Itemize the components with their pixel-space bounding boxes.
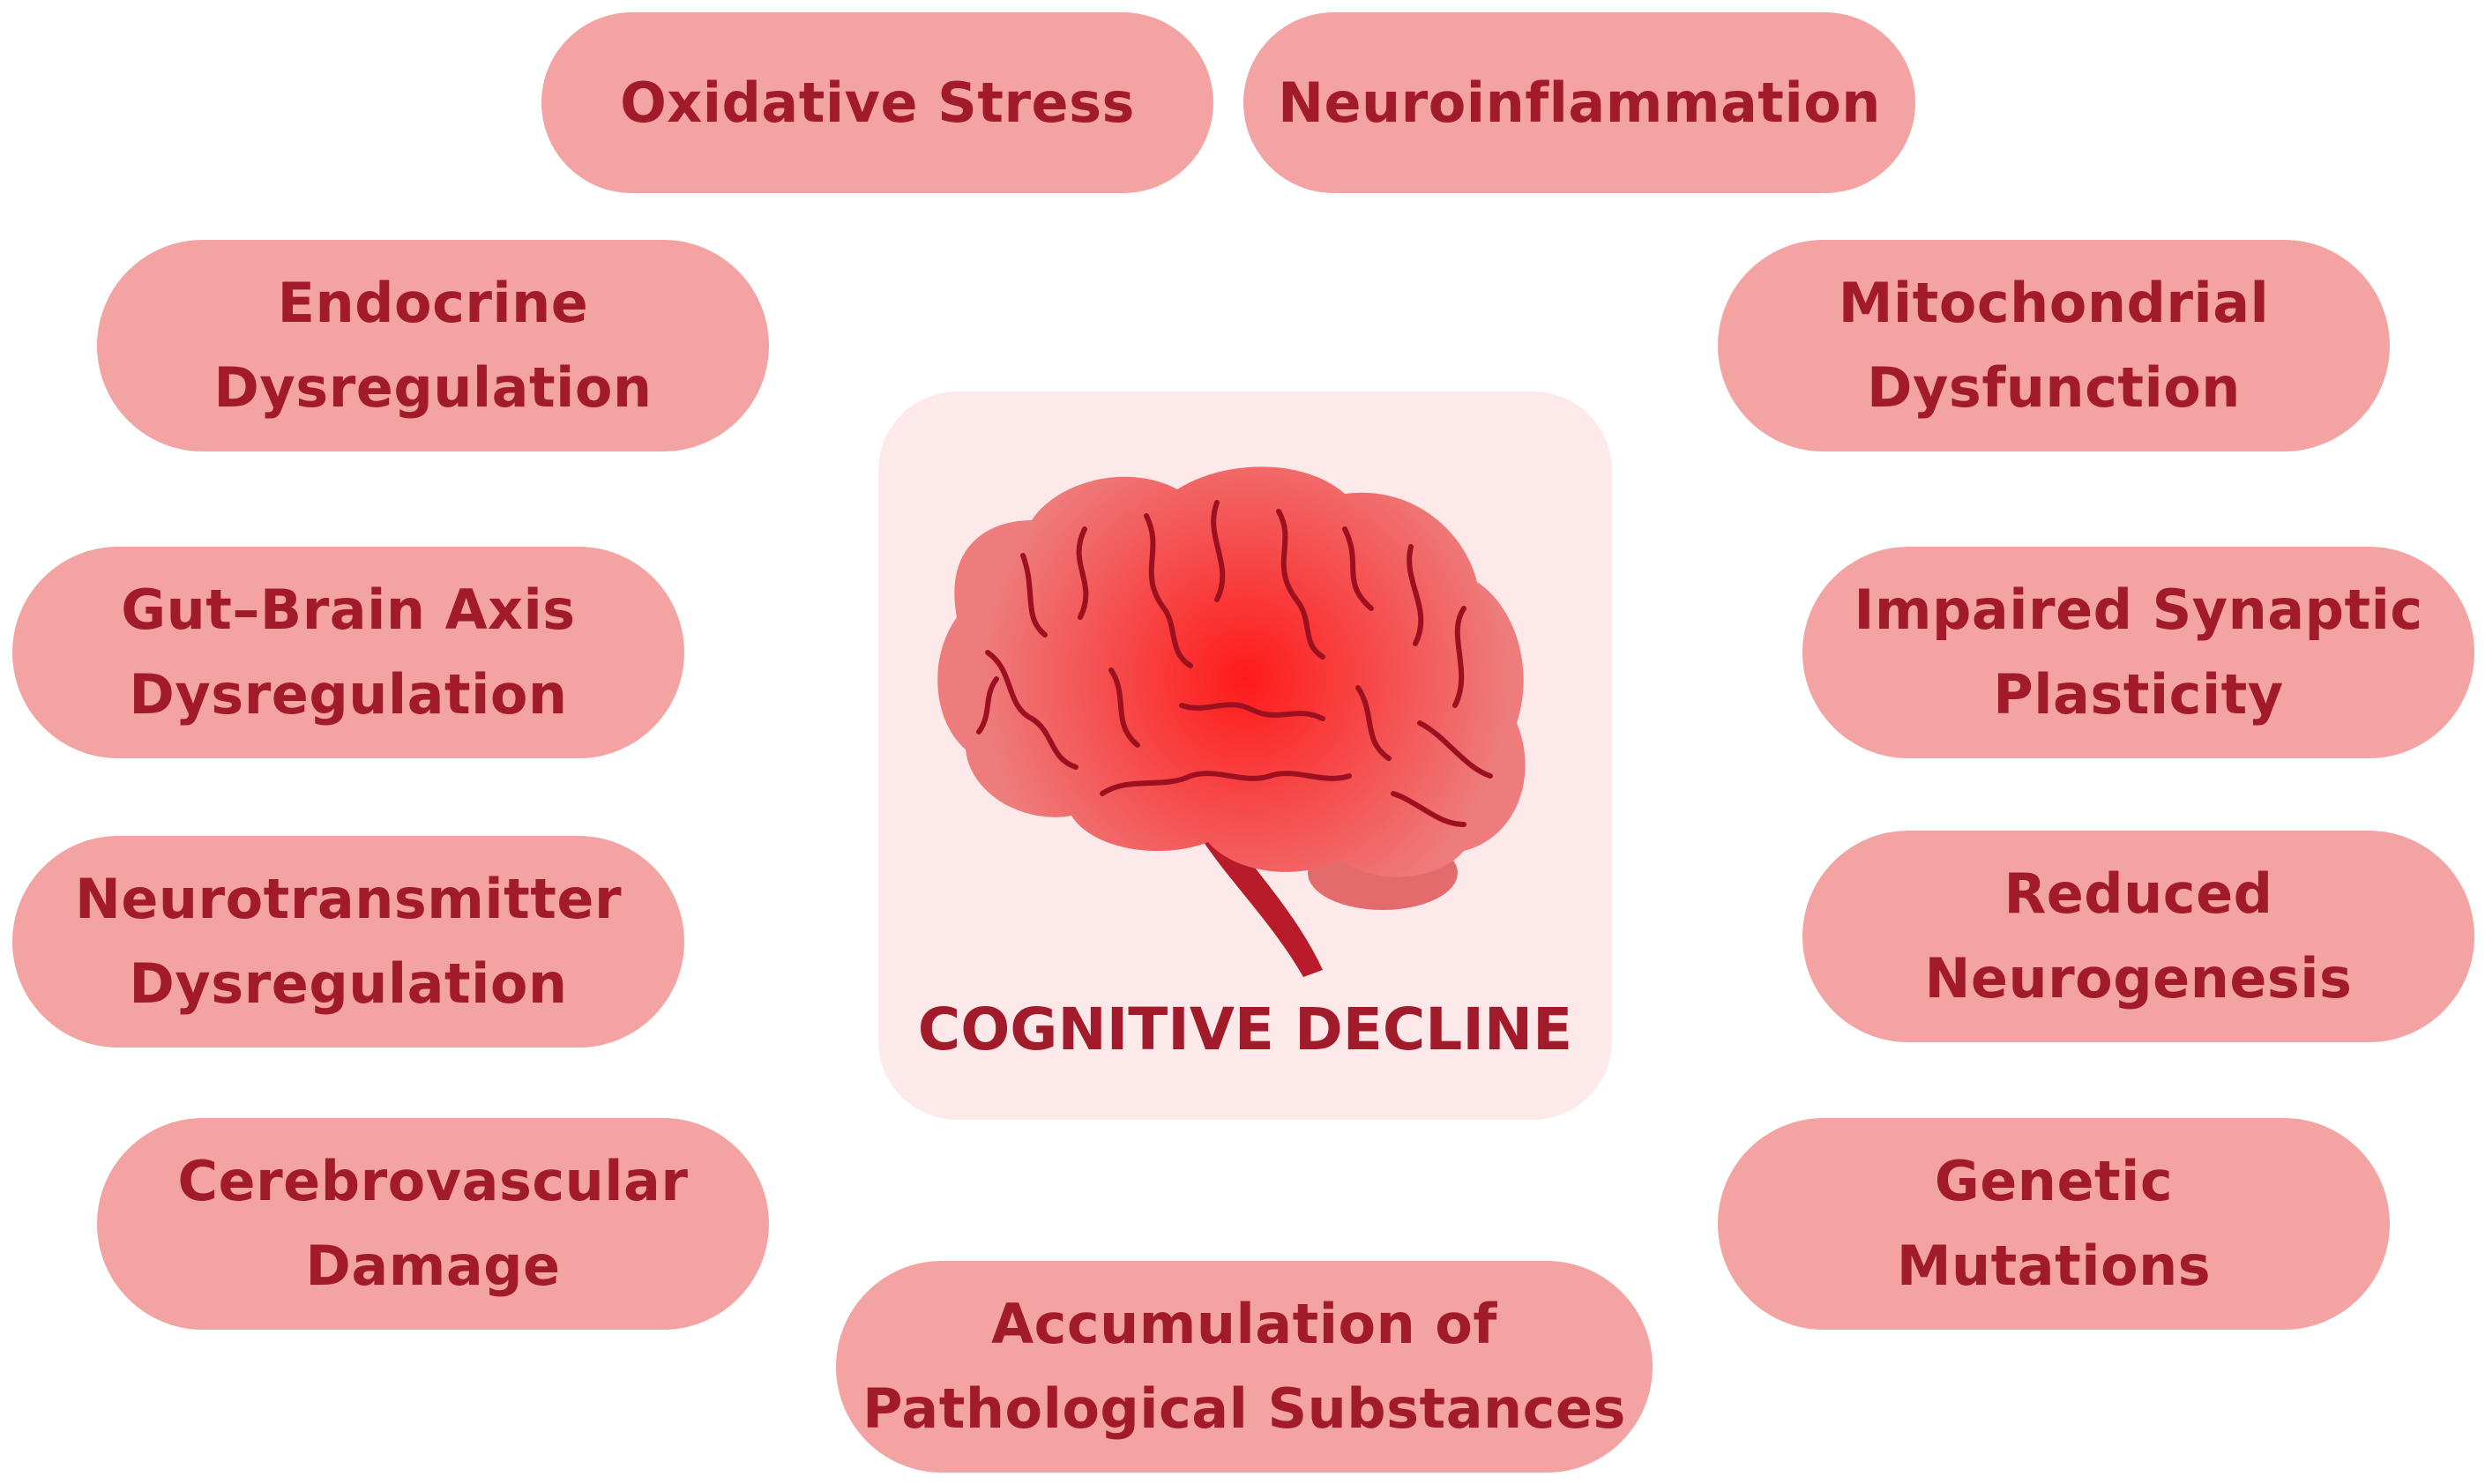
factor-label-line: Genetic — [1934, 1149, 2174, 1213]
factor-label-line: Pathological Substances — [862, 1376, 1626, 1441]
factor-label-line: Neuroinflammation — [1278, 70, 1881, 135]
factor-pill-neuroinflammation: Neuroinflammation — [1243, 12, 1915, 193]
factor-label-line: Dysregulation — [129, 662, 568, 727]
factor-label-line: Oxidative Stress — [620, 70, 1135, 135]
factor-label-line: Mutations — [1896, 1234, 2212, 1298]
factor-label-line: Dysfunction — [1867, 355, 2241, 420]
center-title: COGNITIVE DECLINE — [917, 996, 1573, 1063]
factor-label-line: Accumulation of — [991, 1292, 1497, 1356]
factor-label-line: Dysregulation — [129, 951, 568, 1016]
factor-label-line: Neurogenesis — [1924, 946, 2353, 1010]
factor-label-line: Reduced — [2004, 861, 2273, 926]
factor-pill-accumulation-of-pathological-substances: Accumulation of Pathological Substances — [836, 1261, 1653, 1473]
factor-label-line: Impaired Synaptic — [1854, 578, 2423, 642]
factor-label-line: Dysregulation — [213, 355, 653, 420]
factor-label-line: Cerebrovascular — [177, 1149, 689, 1213]
factor-pill-oxidative-stress: Oxidative Stress — [541, 12, 1213, 193]
factor-label-line: Plasticity — [1993, 662, 2284, 727]
factor-label-line: Endocrine — [277, 271, 589, 335]
factor-label-line: Damage — [305, 1234, 561, 1298]
factor-label-line: Gut–Brain Axis — [121, 578, 576, 642]
factor-label-line: Mitochondrial — [1838, 271, 2270, 335]
factor-label-line: Neurotransmitter — [74, 867, 623, 931]
